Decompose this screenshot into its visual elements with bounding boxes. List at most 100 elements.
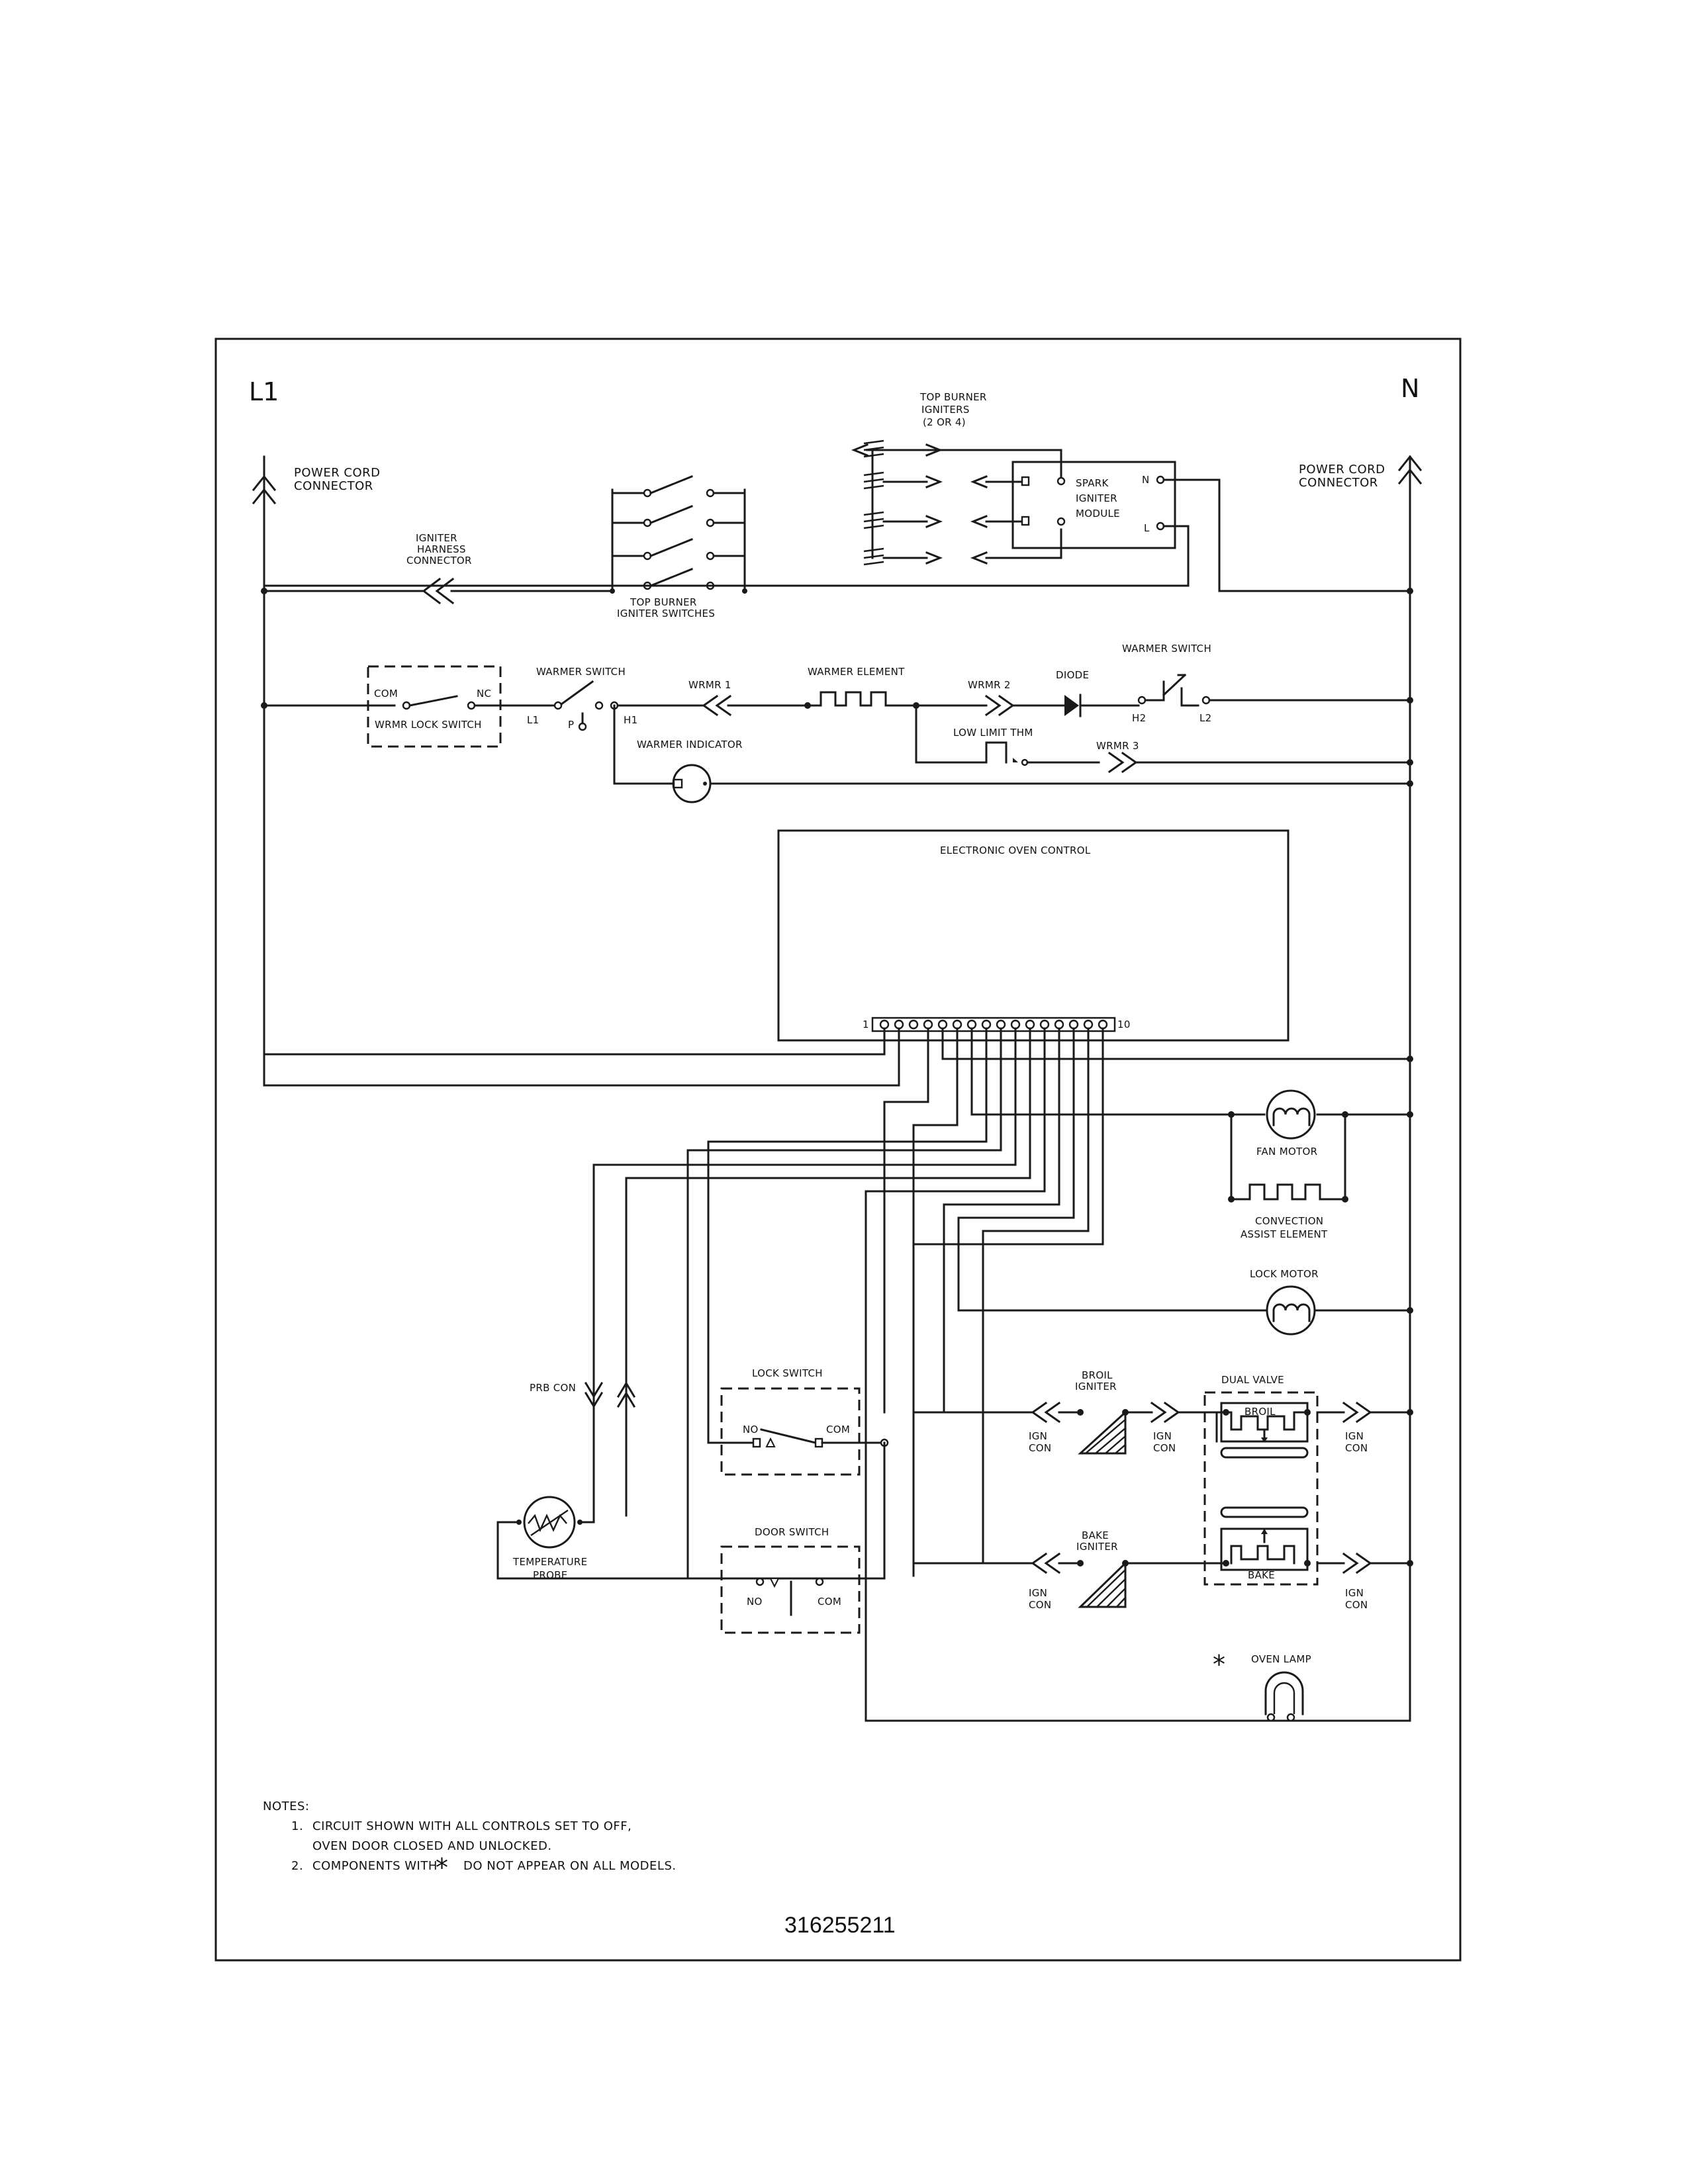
convection-label-2: ASSIST ELEMENT	[1241, 1228, 1328, 1240]
broil-ign-con-left: IGN	[1029, 1430, 1047, 1442]
spark-igniter-module	[263, 461, 1411, 592]
spark-module-label-2: IGNITER	[1076, 492, 1117, 504]
lock-motor-label: LOCK MOTOR	[1250, 1268, 1319, 1280]
warmer-switch-1-label: WARMER SWITCH	[536, 666, 626, 678]
convection-label: CONVECTION	[1255, 1215, 1323, 1227]
wrmr-lock-nc: NC	[477, 688, 491, 700]
igniter-harness-label: IGNITER	[416, 532, 457, 544]
temp-probe-label-2: PROBE	[533, 1569, 568, 1581]
fan-motor-label: FAN MOTOR	[1256, 1146, 1317, 1158]
top-burner-igniters	[851, 439, 1062, 566]
low-limit-thermostat	[985, 741, 1008, 764]
lock-switch-no: NO	[743, 1424, 759, 1435]
note-2-asterisk: *	[436, 1853, 448, 1882]
door-switch-com: COM	[818, 1596, 841, 1608]
warmer-element	[810, 691, 900, 707]
top-burner-switches-label-2: IGNITER SWITCHES	[617, 608, 715, 619]
prb-con-label: PRB CON	[530, 1382, 576, 1394]
bake-ign-con-left: IGN	[1029, 1587, 1047, 1599]
diode	[1064, 695, 1079, 716]
spark-n-label: N	[1142, 474, 1150, 486]
note-1-number: 1.	[291, 1819, 303, 1833]
top-burner-igniters-label-3: (2 OR 4)	[923, 416, 966, 428]
valve-ign-con-top-2: CON	[1345, 1442, 1368, 1454]
lock-motor-circuit: LOCK MOTOR	[957, 1268, 1413, 1336]
notes: NOTES: 1. CIRCUIT SHOWN WITH ALL CONTROL…	[263, 1799, 677, 1882]
valve-ign-con-bottom-2: CON	[1345, 1599, 1368, 1611]
bake-igniter-label-2: IGNITER	[1076, 1541, 1118, 1553]
bake-ign-con-left-2: CON	[1029, 1599, 1051, 1611]
power-cord-right-label-2: CONNECTOR	[1299, 476, 1378, 490]
power-cord-left-label-2: CONNECTOR	[294, 479, 373, 493]
part-number: 316255211	[784, 1913, 896, 1938]
h2-label: H2	[1132, 712, 1146, 724]
note-2-prefix: COMPONENTS WITH	[312, 1859, 438, 1873]
warmer-switch-2-label: WARMER SWITCH	[1122, 643, 1211, 655]
n-rail	[1397, 455, 1423, 1722]
note-2-suffix: DO NOT APPEAR ON ALL MODELS.	[463, 1859, 677, 1873]
eoc-pin-1-label: 1	[863, 1019, 869, 1030]
spark-l-label: L	[1144, 522, 1150, 534]
door-switch: DOOR SWITCH NO COM	[686, 1441, 886, 1634]
top-burner-igniters-label-2: IGNITERS	[921, 404, 970, 416]
diagram-frame	[214, 338, 1462, 1962]
diode-label: DIODE	[1056, 669, 1089, 681]
oven-lamp-asterisk: *	[1213, 1650, 1225, 1679]
l1-small-label: L1	[527, 714, 539, 726]
l1-label: L1	[249, 377, 279, 406]
top-burner-switch-bank	[611, 475, 746, 590]
broil-burner-tube	[1220, 1447, 1309, 1459]
spark-module-label: SPARK	[1076, 477, 1109, 489]
broil-ign-con-mid: IGN	[1153, 1430, 1172, 1442]
warmer-element-label: WARMER ELEMENT	[808, 666, 905, 678]
note-1-line-1: CIRCUIT SHOWN WITH ALL CONTROLS SET TO O…	[312, 1819, 632, 1833]
notes-title: NOTES:	[263, 1799, 310, 1813]
low-limit-thm-label: LOW LIMIT THM	[953, 727, 1033, 739]
dual-valve: DUAL VALVE BROIL BAKE IGN CON IGN CON	[1203, 1374, 1413, 1611]
electronic-oven-control: ELECTRONIC OVEN CONTROL 1 10	[777, 829, 1289, 1042]
l1-rail	[252, 455, 277, 1087]
bake-igniter-label: BAKE	[1082, 1529, 1109, 1541]
wrmr2-label: WRMR 2	[968, 679, 1011, 691]
broil-ign-con-mid-2: CON	[1153, 1442, 1176, 1454]
top-burner-switches-label: TOP BURNER	[630, 596, 697, 608]
door-switch-label: DOOR SWITCH	[755, 1526, 829, 1538]
wrmr3-label: WRMR 3	[1096, 740, 1139, 752]
power-cord-left-label: POWER CORD	[294, 466, 381, 480]
spark-module-label-3: MODULE	[1076, 508, 1120, 520]
lock-switch-label: LOCK SWITCH	[752, 1367, 823, 1379]
bake-burner-tube	[1220, 1506, 1309, 1518]
valve-ign-con-top: IGN	[1345, 1430, 1364, 1442]
convection-element	[1230, 1183, 1346, 1201]
broil-igniter-label-2: IGNITER	[1075, 1381, 1117, 1392]
broil-igniter	[1078, 1410, 1127, 1455]
p-label: P	[568, 719, 574, 731]
lock-switch-com: COM	[826, 1424, 850, 1435]
wrmr-lock-com: COM	[374, 688, 398, 700]
warmer-indicator-label: WARMER INDICATOR	[637, 739, 743, 751]
igniter-harness-label-2: HARNESS	[417, 543, 466, 555]
broil-valve-label: BROIL	[1244, 1406, 1276, 1418]
note-2-number: 2.	[291, 1859, 303, 1873]
power-cord-right-label: POWER CORD	[1299, 463, 1385, 477]
warmer-circuit: COM NC WRMR LOCK SWITCH WARMER SWITCH L1…	[263, 643, 1411, 803]
top-burner-igniters-label: TOP BURNER	[919, 391, 987, 403]
broil-igniter-circuit: BROIL IGNITER IGN CON IGN CON	[912, 1369, 1206, 1455]
fan-motor	[1266, 1089, 1316, 1140]
eoc-pin-10-label: 10	[1117, 1019, 1131, 1030]
bake-igniter	[1078, 1561, 1127, 1608]
temperature-probe-circuit: PRB CON TEMPERATURE PROBE	[496, 1381, 689, 1581]
broil-ign-con-left-2: CON	[1029, 1442, 1051, 1454]
igniter-circuit: IGNITER HARNESS CONNECTOR	[263, 391, 1411, 619]
wrmr1-label: WRMR 1	[688, 679, 731, 691]
valve-ign-con-bottom: IGN	[1345, 1587, 1364, 1599]
igniter-harness-label-3: CONNECTOR	[406, 555, 472, 567]
h1-label: H1	[624, 714, 637, 726]
oven-lamp	[1264, 1671, 1304, 1715]
temp-probe-label: TEMPERATURE	[512, 1556, 587, 1568]
eoc-label: ELECTRONIC OVEN CONTROL	[940, 844, 1091, 856]
rail-junctions	[261, 588, 1413, 1062]
bake-valve-label: BAKE	[1248, 1569, 1275, 1581]
convection-circuit: FAN MOTOR CONVECTION ASSIST ELEMENT	[970, 1089, 1413, 1240]
